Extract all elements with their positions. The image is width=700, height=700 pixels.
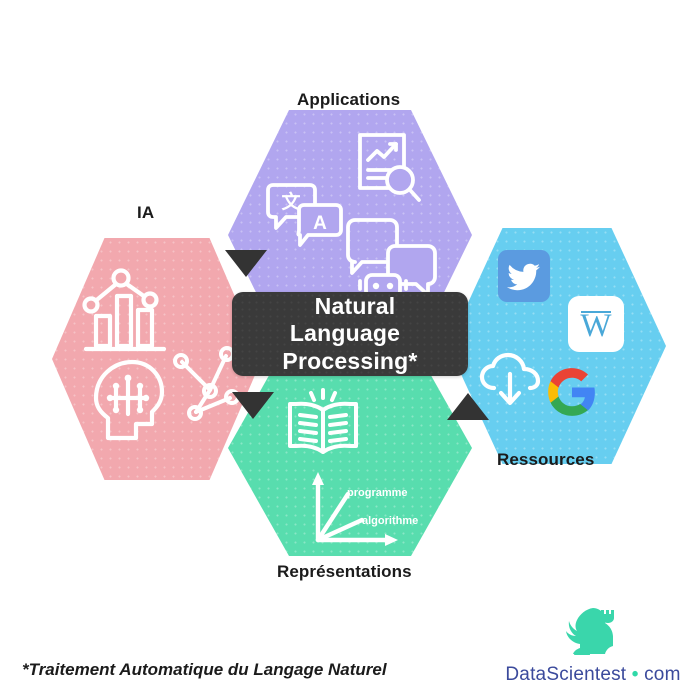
hexagon-label-ressources: Ressources: [497, 450, 595, 469]
footnote-text: *Traitement Automatique du Langage Natur…: [22, 660, 387, 679]
wikipedia-icon: W: [568, 296, 624, 352]
wikipedia-glyph: W: [580, 308, 612, 344]
triangle-top-left: [225, 250, 267, 277]
triangle-bottom-right: [447, 393, 489, 420]
ai-head-icon: [93, 359, 165, 441]
brand-logo-block: DataScientest • com: [500, 604, 686, 686]
brand-tld: com: [644, 664, 681, 685]
bar-chart-line-icon: [82, 268, 167, 352]
open-book-icon: [288, 388, 358, 454]
network-graph-icon: [173, 346, 240, 421]
vector-axes-icon: [312, 472, 398, 546]
hexagon-label-ia: IA: [137, 203, 155, 222]
vector-label-programme: programme: [347, 487, 408, 499]
vector-label-algorithme: algorithme: [362, 515, 419, 527]
brand-word: DataScientest: [505, 664, 627, 685]
hex-dot-pattern: [448, 228, 666, 464]
brand-name-text: DataScientest • com: [500, 664, 686, 686]
hexagon-label-representations: Représentations: [277, 562, 412, 581]
center-title-badge: Natural Language Processing*: [232, 292, 468, 376]
cloud-download-icon: [479, 352, 541, 406]
document-search-icon: [358, 133, 421, 202]
google-icon: [548, 368, 595, 416]
center-title-line1: Natural Language: [289, 293, 401, 347]
translation-source-glyph: 文: [281, 190, 301, 213]
hexagon-ressources: [448, 228, 666, 464]
translation-bubbles-icon: 文 A: [266, 183, 343, 247]
triangle-bottom-left: [232, 392, 274, 419]
twitter-icon: [498, 250, 550, 302]
hexagon-label-applications: Applications: [297, 90, 401, 109]
translation-target-glyph: A: [313, 213, 327, 234]
brand-separator: •: [631, 664, 639, 685]
griffin-logo: [566, 608, 614, 655]
center-title-line2: Processing*: [282, 347, 418, 374]
